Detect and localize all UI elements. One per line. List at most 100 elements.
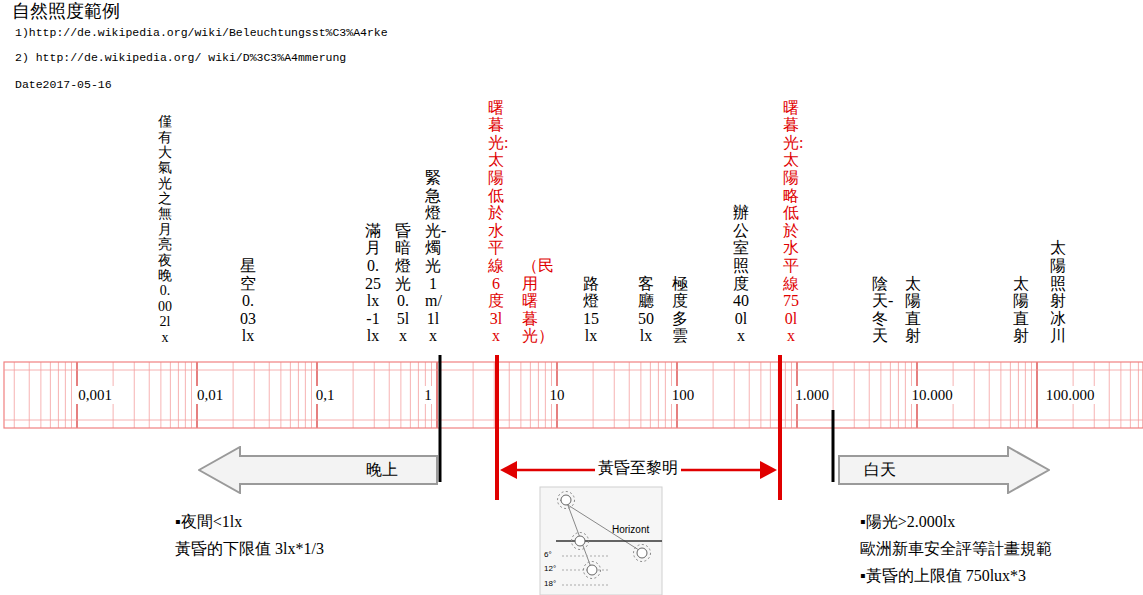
sun-path — [566, 500, 592, 570]
illuminance-label: 太陽照射冰川 — [1050, 239, 1066, 345]
scale-number: 0,01 — [194, 386, 226, 404]
angle-line — [562, 556, 610, 557]
grid-line — [191, 362, 192, 428]
illuminance-label: 滿月 0.25lx-1lx — [365, 222, 381, 345]
grid-line — [149, 362, 150, 428]
note-text: ▪夜間<1lx — [175, 512, 242, 531]
twilight-label: 曙暮光:太陽略低於水平線 750lx — [783, 99, 799, 345]
arrow-head — [760, 461, 777, 479]
sun-symbol — [561, 495, 571, 505]
grid-line — [1109, 362, 1110, 428]
grid-line — [538, 362, 539, 428]
grid-line — [50, 362, 51, 428]
angle-line — [562, 585, 610, 586]
grid-line — [650, 362, 651, 428]
reference-url: 1)http://de.wikipedia.org/wiki/Beleuchtu… — [15, 26, 388, 40]
illuminance-label: 昏暗燈光 0.5lx — [395, 222, 411, 345]
note-text: 歐洲新車安全評等計畫規範 — [860, 539, 1052, 558]
grid-line — [280, 362, 281, 428]
note-text: 黃昏的下限值 3lx*1/3 — [175, 539, 324, 558]
arrow-label: 白天 — [864, 460, 896, 479]
angle-label: 6° — [544, 550, 552, 560]
grid-line — [494, 362, 495, 428]
illuminance-label: 極度多雲 — [672, 275, 688, 345]
sun-rays — [572, 533, 589, 550]
arrow-shape — [839, 447, 1049, 493]
grid-line — [974, 362, 975, 428]
reference-url: 2) http://de.wikipedia.org/ wiki/D%3C3%A… — [15, 51, 346, 65]
grid-line — [989, 362, 990, 428]
band-line — [4, 420, 1143, 421]
illuminance-label: 客廳 50lx — [638, 275, 654, 345]
grid-line — [185, 362, 186, 428]
decade-line — [436, 362, 438, 428]
illuminance-label: 僅有大氣光之無月亮夜晚 0.002lx — [158, 114, 172, 345]
grid-line — [520, 362, 521, 428]
day-limit-line — [832, 410, 835, 482]
scale-number: 1 — [421, 386, 435, 404]
grid-line — [1031, 362, 1032, 428]
grid-line — [305, 362, 306, 428]
grid-line — [14, 362, 15, 428]
scale-number: 10 — [547, 386, 568, 404]
grid-line — [65, 362, 66, 428]
grid-line — [890, 362, 891, 428]
illuminance-label: 太陽直射 — [905, 275, 921, 345]
grid-line — [410, 362, 411, 428]
grid-line — [665, 362, 666, 428]
grid-line — [254, 362, 255, 428]
grid-line — [290, 362, 291, 428]
date-note: Date2017-05-16 — [15, 78, 112, 92]
scale-number: 100 — [669, 386, 698, 404]
grid-line — [530, 362, 531, 428]
angle-label: 18° — [544, 579, 556, 589]
grid-line — [770, 362, 771, 428]
night-arrow: 晚上 — [198, 446, 438, 494]
grid-line — [418, 362, 419, 428]
scale-number: 1.000 — [792, 386, 832, 404]
grid-line — [898, 362, 899, 428]
grid-line — [374, 362, 375, 428]
grid-line — [749, 362, 750, 428]
sun-symbol — [637, 548, 647, 558]
figure-frame — [540, 487, 662, 595]
grid-line — [1025, 362, 1026, 428]
arrow-shape — [199, 447, 437, 493]
grid-line — [854, 362, 855, 428]
grid-line — [160, 362, 161, 428]
grid-line — [58, 362, 59, 428]
horizon-label: Horizont — [612, 524, 649, 536]
grid-line — [134, 362, 135, 428]
grid-line — [734, 362, 735, 428]
grid-line — [760, 362, 761, 428]
sun-rays — [634, 545, 651, 562]
illuminance-label: 太陽直射 — [1013, 275, 1029, 345]
grid-line — [40, 362, 41, 428]
angle-line — [562, 570, 610, 571]
diagram-title: 自然照度範例 — [12, 1, 120, 23]
arrow-label: 晚上 — [366, 460, 398, 479]
grid-line — [614, 362, 615, 428]
arrow-outline — [198, 446, 438, 494]
grid-line — [298, 362, 299, 428]
arrow-head — [500, 461, 517, 479]
day-arrow: 白天 — [838, 446, 1050, 494]
twilight-label: （民用曙暮光） — [522, 257, 538, 345]
grid-line — [869, 362, 870, 428]
grid-line — [640, 362, 641, 428]
grid-line — [713, 362, 714, 428]
grid-line — [1120, 362, 1121, 428]
sun-elevation-figure — [540, 487, 662, 595]
log-grid — [14, 362, 1138, 428]
grid-line — [71, 362, 72, 428]
grid-line — [905, 362, 906, 428]
grid-line — [473, 362, 474, 428]
scale-number: 10.000 — [908, 386, 955, 404]
illuminance-label: 星空 0.03lx — [240, 257, 256, 345]
sun-symbol — [587, 565, 597, 575]
grid-line — [233, 362, 234, 428]
sun-symbol — [575, 536, 585, 546]
grid-line — [509, 362, 510, 428]
